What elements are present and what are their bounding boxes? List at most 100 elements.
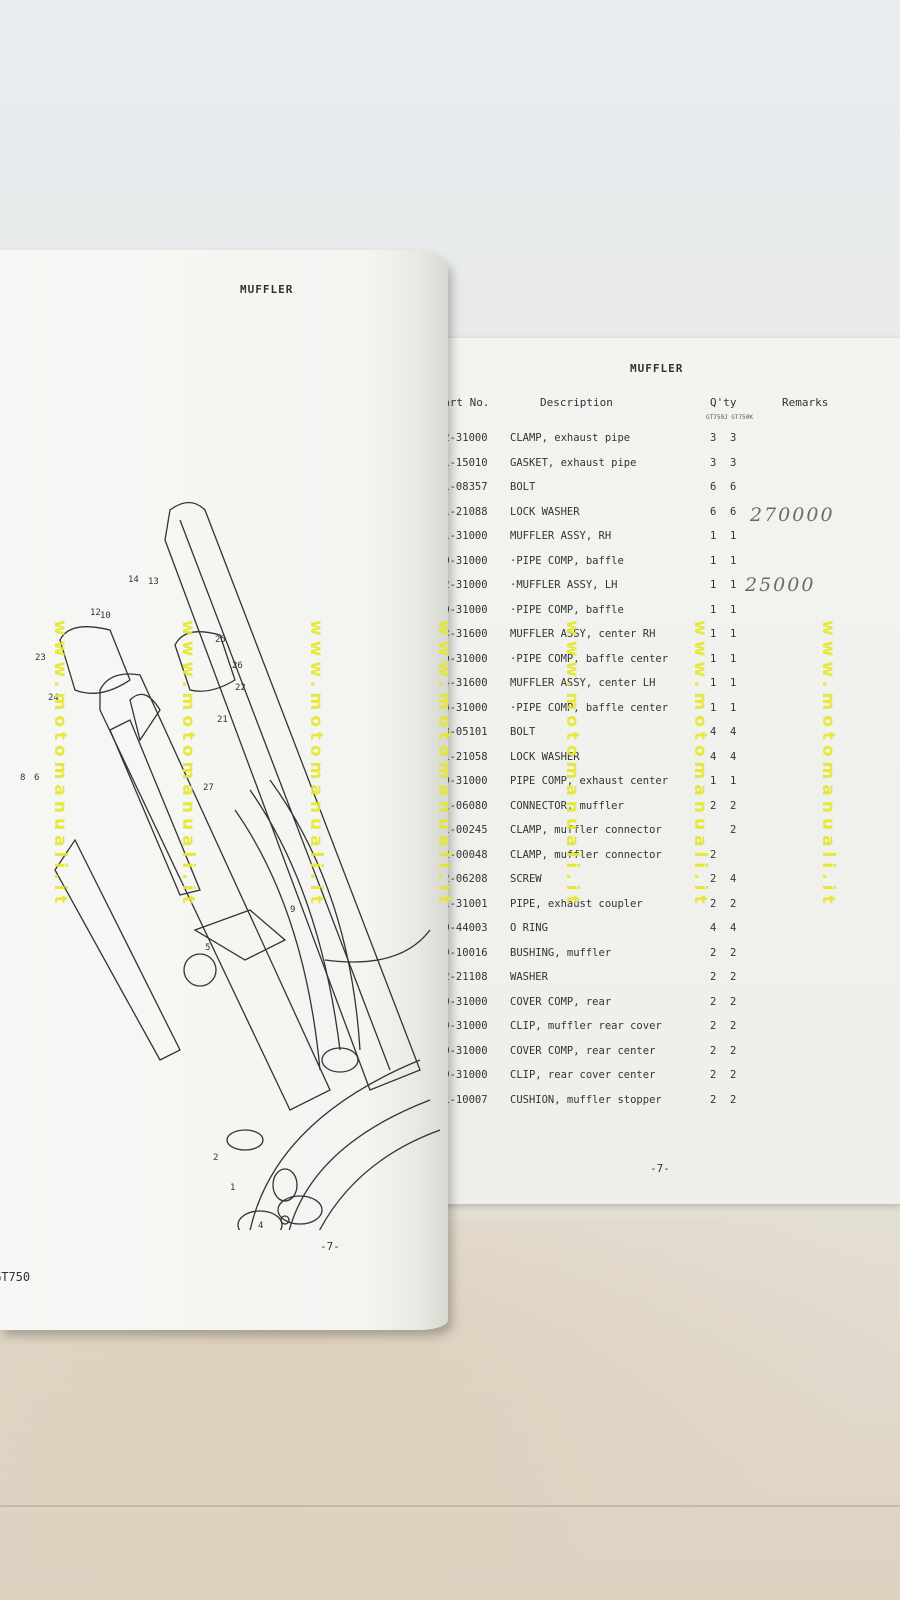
part-description: CLAMP, muffler connector — [510, 824, 662, 836]
qty-gt750j: 2 — [710, 799, 717, 812]
header-remarks: Remarks — [782, 396, 829, 409]
callout-label: 4 — [258, 1221, 263, 1230]
watermark: www.motomanuali.it — [434, 620, 454, 909]
pipe-end-2 — [277, 1195, 323, 1225]
qty-gt750j: 1 — [710, 579, 717, 591]
qty-gt750k: 1 — [730, 628, 737, 640]
qty-gt750k: 2 — [730, 897, 737, 910]
part-description: SCREW — [510, 873, 542, 885]
callout-label: 27 — [203, 783, 214, 793]
qty-gt750k: 4 — [730, 750, 737, 763]
part-description: MUFFLER ASSY, RH — [510, 530, 612, 542]
floor-edge — [0, 1505, 900, 1507]
qty-gt750j: 2 — [710, 1069, 717, 1081]
exhaust-pipe-1 — [249, 1059, 421, 1230]
callout-label: 2 — [213, 1153, 218, 1163]
rear-cover-23 — [59, 626, 131, 694]
part-description: PIPE, exhaust coupler — [510, 897, 643, 910]
muffler-rh-outline — [164, 501, 421, 1091]
qty-gt750j: 1 — [710, 603, 717, 616]
exhaust-exploded-diagram: 23 24 25 26 22 21 14 13 12 10 8 6 27 9 5… — [20, 501, 440, 1230]
qty-gt750k: 2 — [730, 1093, 737, 1106]
qty-gt750k: 6 — [730, 481, 737, 493]
callout-label: 12 — [90, 608, 101, 618]
callout-label: 21 — [217, 715, 228, 725]
qty-gt750j: 1 — [710, 554, 717, 567]
part-description: CONNECTOR, muffler — [510, 799, 624, 812]
part-description: COVER COMP, rear — [510, 995, 612, 1008]
qty-gt750k: 1 — [730, 530, 737, 542]
qty-gt750j: 4 — [710, 750, 717, 763]
part-description: ·PIPE COMP, baffle — [510, 603, 624, 616]
qty-gt750j: 4 — [710, 922, 717, 934]
center-pipe-1 — [249, 789, 341, 1051]
callout-label: 1 — [230, 1183, 235, 1193]
part-description: CUSHION, muffler stopper — [510, 1093, 662, 1106]
baffle-pipe-left — [54, 838, 181, 1061]
part-description: O RING — [510, 922, 548, 934]
handwritten-note-1: 270000 — [750, 504, 835, 526]
muffler-bracket — [193, 909, 287, 961]
qty-gt750j: 3 — [710, 456, 717, 469]
qty-gt750j: 2 — [710, 946, 717, 959]
qty-gt750j: 3 — [710, 432, 717, 444]
qty-gt750j: 2 — [710, 897, 717, 910]
qty-gt750k: 1 — [730, 701, 737, 714]
qty-gt750k: 1 — [730, 775, 737, 787]
baffle-pipe-center — [109, 719, 201, 896]
header-qty-models: GT750J GT750K — [706, 414, 753, 421]
model-label: GT750 — [0, 1270, 31, 1284]
part-description: PIPE COMP, exhaust center — [510, 775, 669, 787]
header-qty: Q'ty — [710, 396, 737, 409]
qty-gt750j: 2 — [710, 971, 717, 983]
o-ring-part — [226, 1129, 264, 1151]
part-description: CLAMP, exhaust pipe — [510, 432, 631, 444]
callout-label: 26 — [232, 661, 243, 671]
part-description: ·PIPE COMP, baffle center — [510, 652, 669, 665]
callout-label: 14 — [128, 575, 139, 585]
qty-gt750k: 4 — [730, 726, 737, 738]
callout-label: 24 — [48, 693, 59, 703]
qty-gt750k: 2 — [730, 1044, 737, 1057]
part-description: CLIP, muffler rear cover — [510, 1020, 662, 1032]
part-description: LOCK WASHER — [510, 505, 580, 518]
callout-label: 9 — [290, 905, 295, 915]
watermark: www.motomanuali.it — [50, 620, 70, 909]
qty-gt750j: 1 — [710, 701, 717, 714]
part-description: WASHER — [510, 971, 548, 983]
qty-gt750k: 2 — [730, 1069, 737, 1081]
callout-label: 5 — [205, 943, 210, 953]
center-pipe-2 — [234, 809, 321, 1071]
part-description: ·MUFFLER ASSY, LH — [510, 579, 618, 591]
part-description: CLAMP, muffler connector — [510, 848, 662, 861]
qty-gt750j: 4 — [710, 726, 717, 738]
qty-gt750j: 1 — [710, 775, 717, 787]
qty-gt750k: 4 — [730, 873, 737, 885]
qty-gt750j: 2 — [710, 1020, 717, 1032]
qty-gt750k: 1 — [730, 677, 737, 689]
qty-gt750k: 3 — [730, 432, 737, 444]
watermark: www.motomanuali.it — [818, 620, 838, 909]
qty-gt750k: 1 — [730, 554, 737, 567]
part-description: LOCK WASHER — [510, 750, 580, 763]
qty-gt750j: 1 — [710, 628, 717, 640]
qty-gt750k: 3 — [730, 456, 737, 469]
part-description: BOLT — [510, 726, 536, 738]
connector-part — [272, 1168, 298, 1202]
callout-label: 8 — [20, 773, 25, 783]
callout-label: 6 — [34, 773, 39, 783]
watermark: www.motomanuali.it — [306, 620, 326, 909]
qty-gt750k: 6 — [730, 505, 737, 518]
part-description: COVER COMP, rear center — [510, 1044, 656, 1057]
callout-label: 22 — [235, 683, 246, 693]
qty-gt750j: 2 — [710, 848, 717, 861]
part-description: ·PIPE COMP, baffle — [510, 554, 624, 567]
